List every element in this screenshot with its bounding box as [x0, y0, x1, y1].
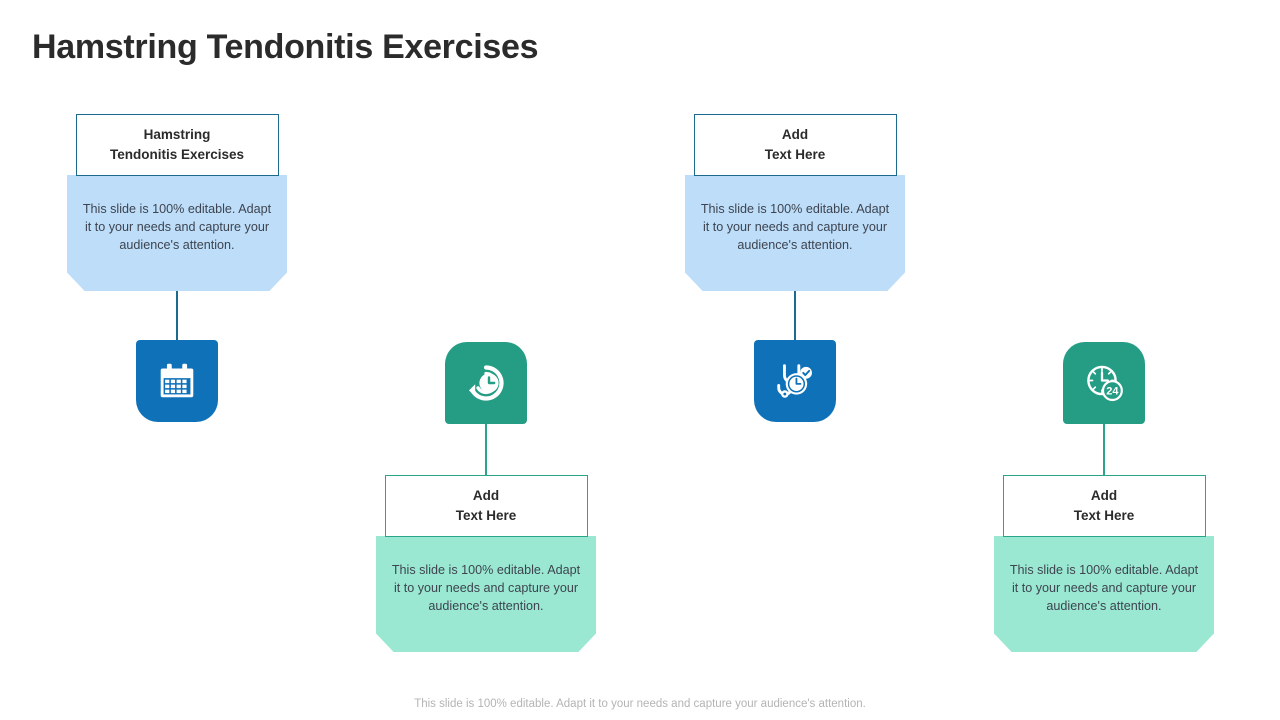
- card-2-body-text: This slide is 100% editable. Adapt it to…: [391, 562, 581, 614]
- card-3-body-text: This slide is 100% editable. Adapt it to…: [700, 201, 890, 253]
- icon-tile-3[interactable]: [754, 340, 836, 422]
- calendar-icon: [154, 358, 200, 404]
- card-4-body-text: This slide is 100% editable. Adapt it to…: [1009, 562, 1199, 614]
- clock-history-icon: [462, 359, 510, 407]
- stethoscope-clock-check-icon: [772, 358, 818, 404]
- clock-24h-icon: 24: [1080, 359, 1128, 407]
- icon-tile-2[interactable]: [445, 342, 527, 424]
- card-2[interactable]: Add Text Here This slide is 100% editabl…: [376, 475, 596, 652]
- card-3-header: Add Text Here: [693, 114, 897, 176]
- card-3-heading: Add Text Here: [764, 127, 826, 162]
- card-4-heading: Add Text Here: [1073, 488, 1135, 523]
- card-1-heading: Hamstring Tendonitis Exercises: [109, 127, 245, 162]
- icon-tile-1[interactable]: [136, 340, 218, 422]
- card-1-body: This slide is 100% editable. Adapt it to…: [67, 175, 287, 291]
- card-1-body-text: This slide is 100% editable. Adapt it to…: [82, 201, 272, 253]
- card-4[interactable]: Add Text Here This slide is 100% editabl…: [994, 475, 1214, 652]
- card-4-body: This slide is 100% editable. Adapt it to…: [994, 536, 1214, 652]
- card-3[interactable]: Add Text Here This slide is 100% editabl…: [685, 114, 905, 291]
- card-3-body: This slide is 100% editable. Adapt it to…: [685, 175, 905, 291]
- icon-tile-4[interactable]: 24: [1063, 342, 1145, 424]
- card-1-header: Hamstring Tendonitis Exercises: [75, 114, 279, 176]
- connector-icon-4-to-card-4: [1103, 424, 1105, 476]
- svg-text:24: 24: [1106, 386, 1119, 398]
- card-2-heading: Add Text Here: [455, 488, 517, 523]
- card-2-body: This slide is 100% editable. Adapt it to…: [376, 536, 596, 652]
- card-4-header: Add Text Here: [1002, 475, 1206, 537]
- connector-card-3-to-icon-3: [794, 276, 796, 340]
- card-1[interactable]: Hamstring Tendonitis Exercises This slid…: [67, 114, 287, 291]
- page-title: Hamstring Tendonitis Exercises: [32, 28, 539, 66]
- connector-icon-2-to-card-2: [485, 424, 487, 476]
- connector-card-1-to-icon-1: [176, 276, 178, 340]
- card-2-header: Add Text Here: [384, 475, 588, 537]
- footer-note: This slide is 100% editable. Adapt it to…: [414, 698, 866, 710]
